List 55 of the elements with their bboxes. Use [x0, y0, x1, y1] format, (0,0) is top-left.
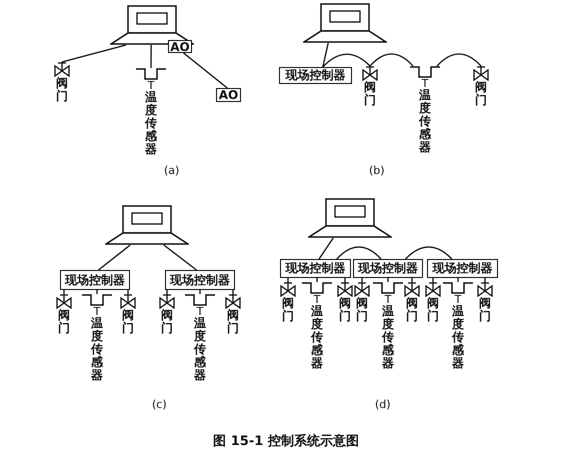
sensor-label: 温度传感器: [194, 317, 206, 382]
signal-box: AO: [216, 88, 241, 102]
connector-line: [183, 52, 228, 88]
valve-label: 阀门: [122, 309, 134, 335]
sensor-symbol-letter: T: [314, 294, 320, 305]
panel-label: (d): [375, 398, 391, 411]
sensor-symbol-letter: T: [148, 80, 154, 91]
computer-icon: [308, 198, 392, 238]
connector-line: [318, 238, 334, 260]
valve-label: 阀门: [479, 297, 491, 323]
valve-label: 阀门: [339, 297, 351, 323]
signal-box: AO: [168, 40, 192, 53]
sensor-label: 温度传感器: [452, 305, 464, 370]
bus-cable: [322, 54, 370, 68]
valve-label: 阀门: [356, 297, 368, 323]
controller-box: 现场控制器: [280, 259, 351, 278]
sensor-label: 温度传感器: [145, 91, 157, 156]
valve-label: 阀门: [406, 297, 418, 323]
sensor-symbol-letter: T: [196, 306, 204, 317]
sensor-symbol-letter: T: [94, 306, 100, 317]
connector-line: [62, 44, 126, 63]
panel-label: (c): [152, 398, 167, 411]
connector-line: [98, 244, 131, 271]
controller-box: 现场控制器: [279, 67, 352, 84]
valve-label: 阀门: [427, 297, 439, 323]
controller-box: 现场控制器: [60, 270, 130, 290]
bus-cable: [405, 246, 452, 260]
valve-label: 阀门: [58, 309, 70, 335]
sensor-label: 温度传感器: [311, 305, 323, 370]
sensor-symbol-letter: T: [422, 78, 428, 89]
computer-icon: [303, 3, 387, 43]
sensor-label: 温度传感器: [91, 317, 103, 382]
figure-caption: 图 15-1 控制系统示意图: [212, 432, 360, 450]
controller-box: 现场控制器: [165, 270, 235, 290]
valve-label: 阀门: [475, 81, 487, 107]
valve-label: 阀门: [364, 81, 376, 107]
valve-label: 阀门: [161, 309, 173, 335]
controller-box: 现场控制器: [353, 259, 423, 278]
bus-cable: [370, 53, 414, 66]
sensor-symbol-letter: T: [454, 294, 462, 305]
panel-label: (a): [164, 164, 180, 177]
panel-label: (b): [369, 164, 385, 177]
controller-box: 现场控制器: [427, 259, 498, 278]
computer-icon: [105, 205, 189, 245]
sensor-label: 温度传感器: [419, 89, 431, 154]
connector-line: [322, 42, 329, 68]
bus-cable: [436, 53, 482, 66]
valve-label: 阀门: [56, 77, 68, 103]
valve-label: 阀门: [227, 309, 239, 335]
bus-cable: [336, 246, 382, 260]
sensor-label: 温度传感器: [382, 305, 394, 370]
valve-label: 阀门: [282, 297, 294, 323]
sensor-symbol-letter: T: [384, 294, 392, 305]
connector-line: [150, 45, 152, 68]
connector-line: [163, 244, 197, 271]
